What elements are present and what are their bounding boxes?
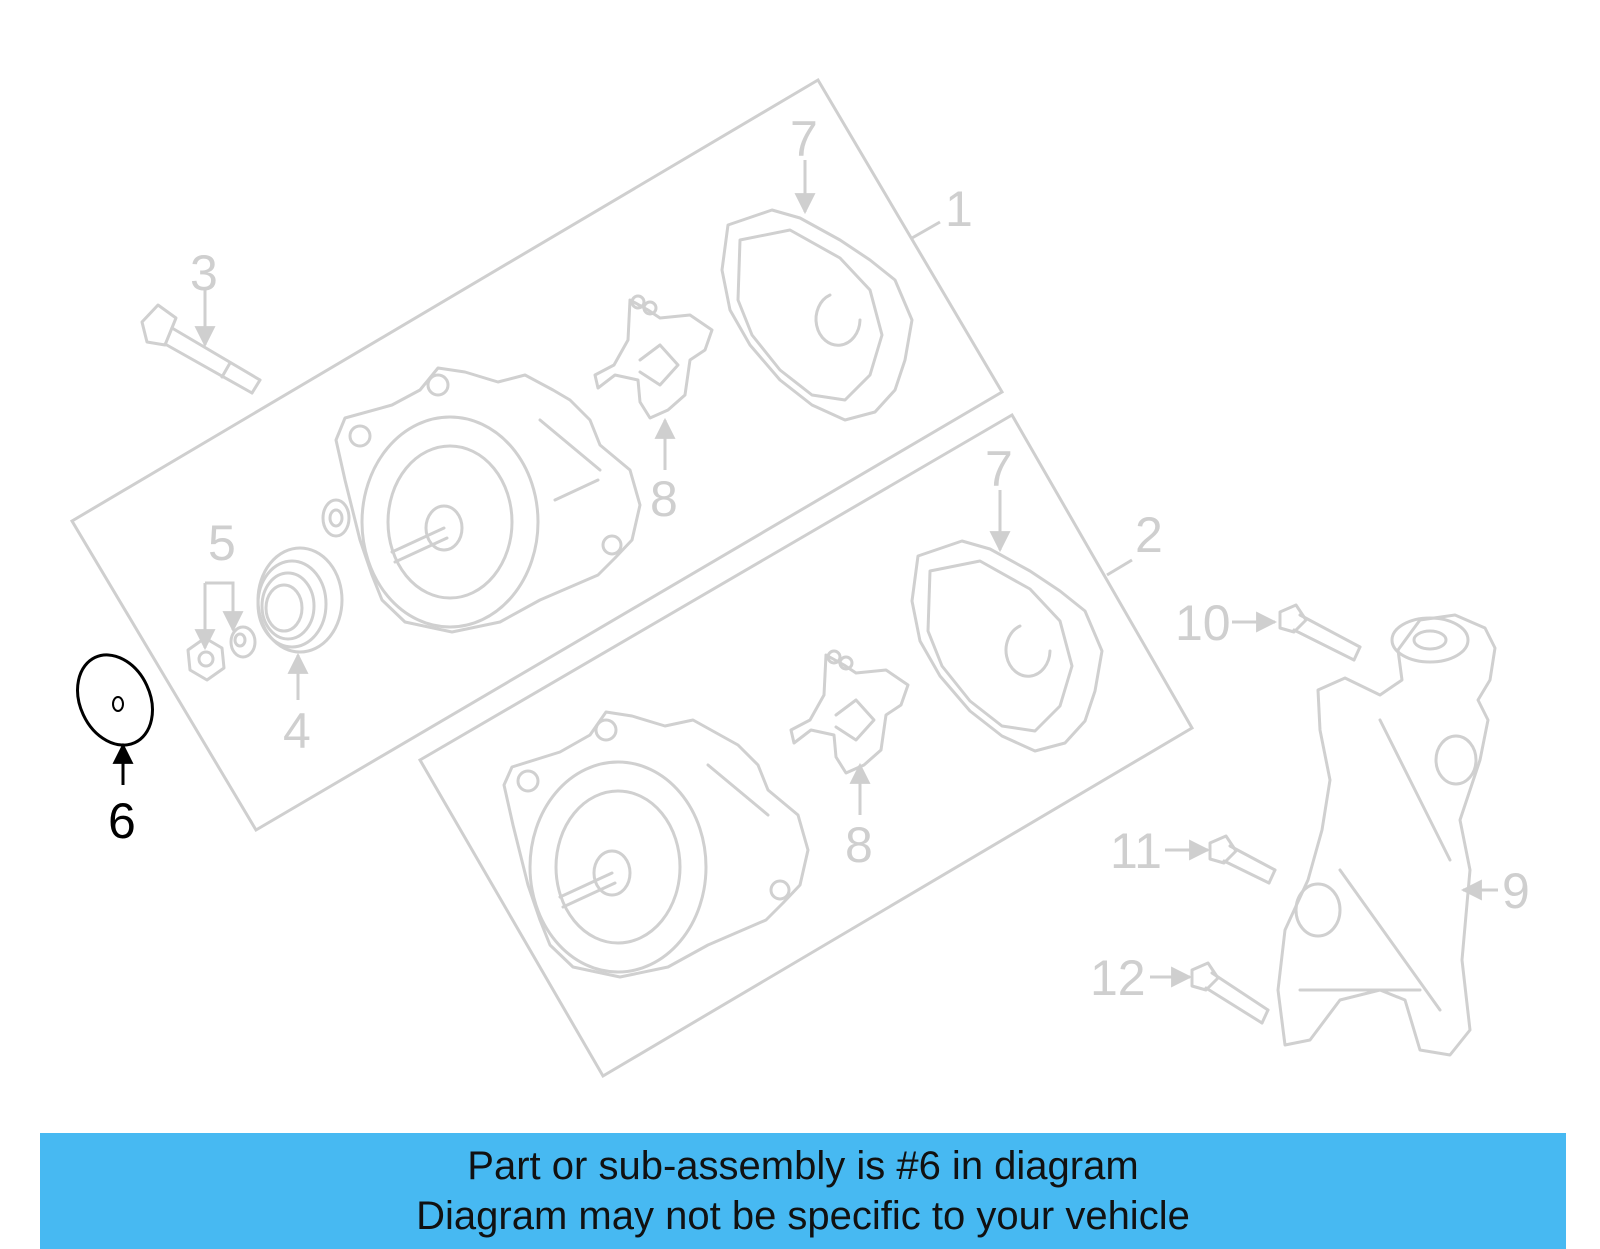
callout-3: 3 <box>190 245 218 301</box>
part-6-highlighted[interactable] <box>63 643 166 758</box>
info-banner: Part or sub-assembly is #6 in diagram Di… <box>40 1133 1566 1249</box>
rear-cover-7-b <box>910 539 1104 753</box>
assembly-1-frame <box>69 77 1005 833</box>
callout-2: 2 <box>1135 507 1163 563</box>
callout-9: 9 <box>1502 863 1530 919</box>
washer-5 <box>229 625 257 659</box>
banner-line-2: Diagram may not be specific to your vehi… <box>416 1194 1190 1238</box>
bolt-12 <box>1190 961 1270 1025</box>
assembly-2-frame <box>417 412 1195 1079</box>
regulator-8-b <box>789 649 910 775</box>
callout-10: 10 <box>1175 595 1231 651</box>
rear-cover-7-a <box>720 208 914 422</box>
bolt-11 <box>1208 834 1277 885</box>
callout-12: 12 <box>1090 950 1146 1006</box>
alternator-2 <box>502 710 810 979</box>
callout-6[interactable]: 6 <box>108 793 136 849</box>
regulator-8-a <box>593 294 714 420</box>
callout-7a: 7 <box>790 111 818 167</box>
pulley-4 <box>256 546 344 654</box>
callout-5: 5 <box>208 515 236 571</box>
spacer-ring <box>321 498 351 538</box>
callout-4: 4 <box>283 703 311 759</box>
callout-11: 11 <box>1110 823 1162 879</box>
callout-7b: 7 <box>985 441 1013 497</box>
alternator-1 <box>334 366 642 634</box>
parts-diagram: 1 2 3 4 5 6 7 7 8 8 9 10 11 12 <box>63 77 1530 1079</box>
callout-8b: 8 <box>845 817 873 873</box>
banner-line-1: Part or sub-assembly is #6 in diagram <box>467 1144 1139 1188</box>
bolt-10 <box>1278 603 1362 662</box>
bracket-9 <box>1276 613 1497 1057</box>
callout-8a: 8 <box>650 471 678 527</box>
bolt-3 <box>140 303 262 395</box>
callout-1: 1 <box>945 181 973 237</box>
